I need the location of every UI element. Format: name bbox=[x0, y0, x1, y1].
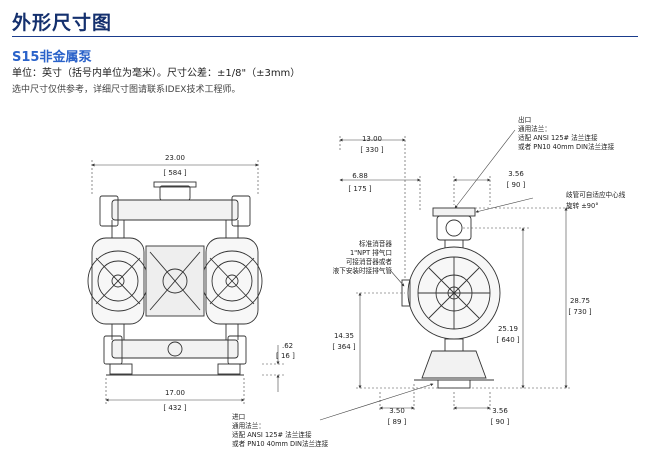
svg-text:或者 PN10 40mm DIN法兰连接: 或者 PN10 40mm DIN法兰连接 bbox=[518, 142, 615, 151]
svg-text:适配 ANSI 125# 法兰连接: 适配 ANSI 125# 法兰连接 bbox=[232, 430, 312, 439]
side-2519-in: 25.19 bbox=[498, 325, 518, 333]
front-base-in: 17.00 bbox=[165, 389, 185, 397]
inlet-callout: 进口 通用法兰： 适配 ANSI 125# 法兰连接 或者 PN10 40mm … bbox=[232, 413, 329, 448]
svg-text:1"NPT 排气口: 1"NPT 排气口 bbox=[350, 248, 392, 257]
svg-text:适配 ANSI 125# 法兰连接: 适配 ANSI 125# 法兰连接 bbox=[518, 133, 598, 142]
svg-text:通用法兰：: 通用法兰： bbox=[232, 421, 265, 430]
svg-text:或者 PN10 40mm DIN法兰连接: 或者 PN10 40mm DIN法兰连接 bbox=[232, 439, 329, 448]
side-356-bottom-in: 3.56 bbox=[492, 407, 508, 415]
svg-text:可接消音器或者: 可接消音器或者 bbox=[346, 257, 393, 266]
side-13-in: 13.00 bbox=[362, 135, 382, 143]
side-1435-in: 14.35 bbox=[334, 332, 354, 340]
svg-text:通用法兰：: 通用法兰： bbox=[518, 124, 551, 133]
svg-text:进口: 进口 bbox=[232, 413, 245, 421]
front-foot-mm: [ 16 ] bbox=[276, 352, 295, 360]
front-foot-in: .62 bbox=[282, 342, 293, 350]
side-356-bottom-mm: [ 90 ] bbox=[491, 418, 510, 426]
side-688-mm: [ 175 ] bbox=[348, 185, 372, 193]
reference-note: 选中尺寸仅供参考，详细尺寸图请联系IDEX技术工程师。 bbox=[12, 85, 241, 95]
svg-text:旋转 ±90°: 旋转 ±90° bbox=[566, 201, 599, 210]
side-356-top-mm: [ 90 ] bbox=[507, 181, 526, 189]
side-2519-mm: [ 640 ] bbox=[496, 336, 520, 344]
front-width-mm: [ 584 ] bbox=[163, 169, 187, 177]
model-subtitle: S15非金属泵 bbox=[12, 50, 92, 65]
side-1435-mm: [ 364 ] bbox=[332, 343, 356, 351]
side-350-mm: [ 89 ] bbox=[388, 418, 407, 426]
front-base-mm: [ 432 ] bbox=[163, 404, 187, 412]
front-width-in: 23.00 bbox=[165, 154, 185, 162]
side-2875-mm: [ 730 ] bbox=[568, 308, 592, 316]
side-350-in: 3.50 bbox=[389, 407, 405, 415]
svg-text:出口: 出口 bbox=[518, 115, 531, 124]
side-356-top-in: 3.56 bbox=[508, 170, 524, 178]
manifold-rotation-callout: 歧管可自适应中心线 旋转 ±90° bbox=[566, 190, 626, 210]
side-13-mm: [ 330 ] bbox=[360, 146, 384, 154]
outlet-callout: 出口 通用法兰： 适配 ANSI 125# 法兰连接 或者 PN10 40mm … bbox=[518, 115, 615, 151]
title-divider bbox=[12, 36, 638, 37]
page-title: 外形尺寸图 bbox=[12, 12, 113, 34]
front-view-pump-drawing bbox=[87, 181, 263, 376]
muffler-callout: 标准消音器 1"NPT 排气口 可接消音器或者 液下安装时接排气管 bbox=[333, 239, 393, 275]
svg-text:液下安装时接排气管: 液下安装时接排气管 bbox=[333, 266, 393, 275]
units-note: 单位：英寸（括号内单位为毫米）。尺寸公差：±1/8"（±3mm） bbox=[12, 68, 301, 79]
svg-text:歧管可自适应中心线: 歧管可自适应中心线 bbox=[566, 190, 626, 199]
side-688-in: 6.88 bbox=[352, 172, 368, 180]
svg-text:标准消音器: 标准消音器 bbox=[359, 239, 392, 248]
side-2875-in: 28.75 bbox=[570, 297, 590, 305]
side-view-pump-drawing bbox=[401, 207, 501, 389]
